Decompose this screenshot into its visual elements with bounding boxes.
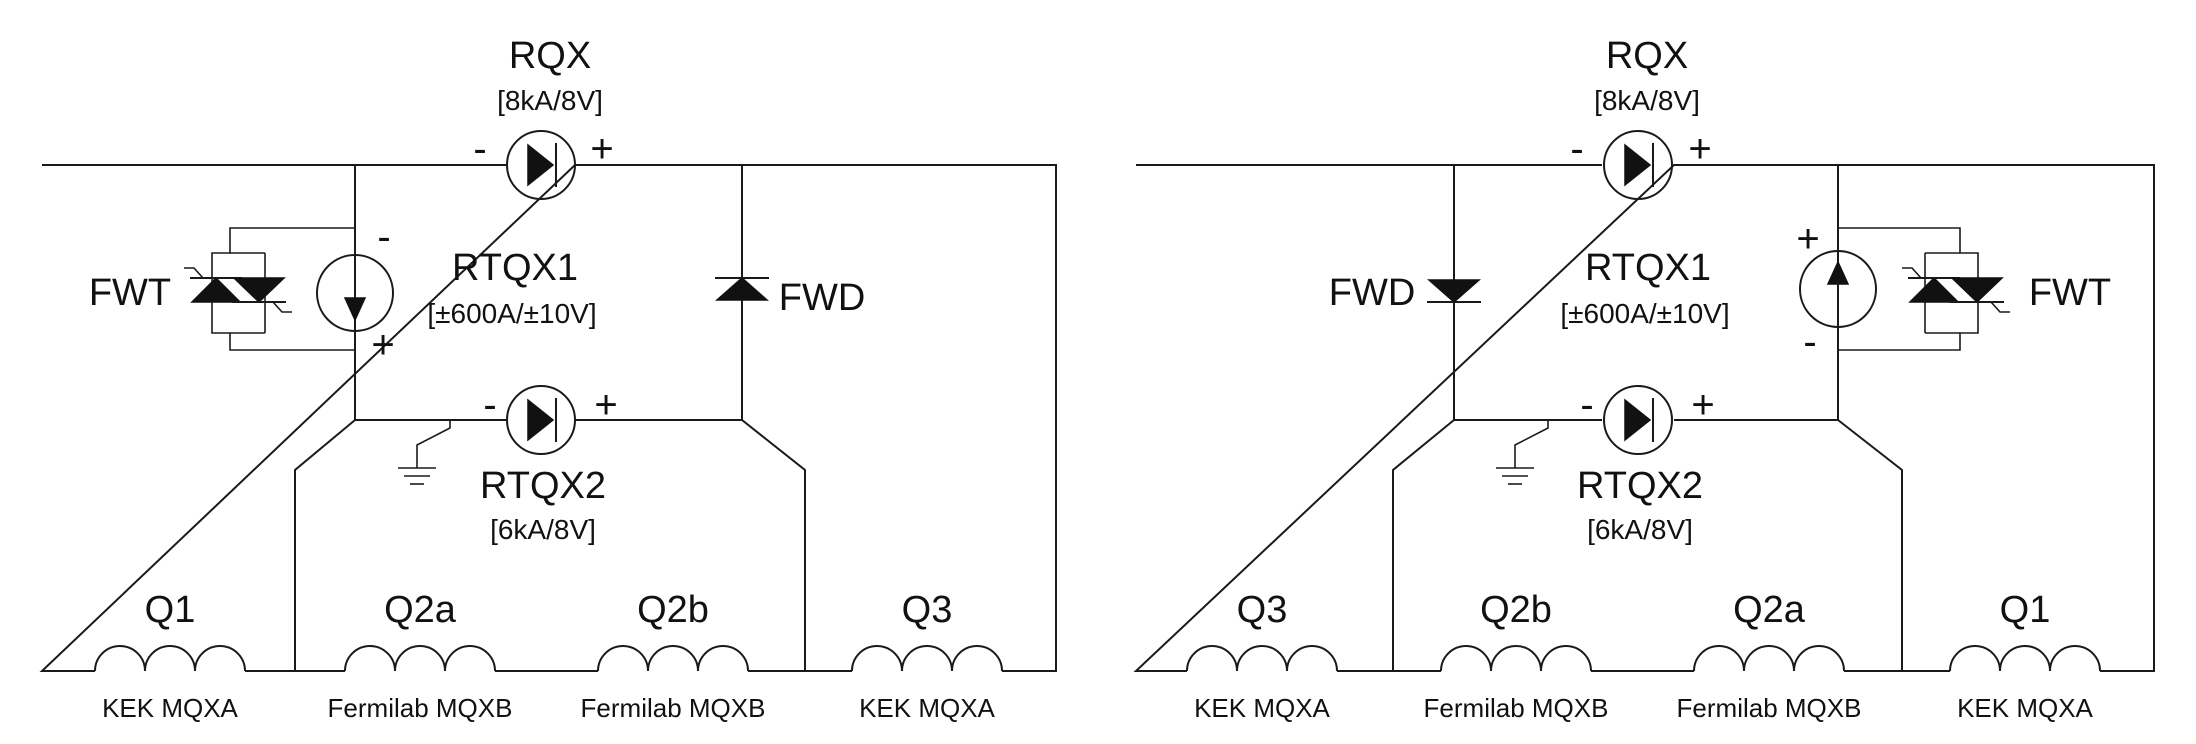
left-rtqx2-diode xyxy=(506,385,576,455)
right-rtqx1-rating: [±600A/±10V] xyxy=(1560,298,1729,329)
left-magnet-name-q1: Q1 xyxy=(145,589,196,631)
left-fwt-label: FWT xyxy=(89,272,171,314)
left-rqx-minus: - xyxy=(473,127,486,171)
left-rqx-label: RQX xyxy=(509,35,591,77)
left-magnet-name-q2a: Q2a xyxy=(384,589,457,631)
left-rtqx2-label: RTQX2 xyxy=(480,465,606,507)
left-magnet-coil-q2a xyxy=(344,645,496,672)
left-rtqx2-plus: + xyxy=(594,383,617,427)
right-rqx-minus: - xyxy=(1570,127,1583,171)
right-rqx-rating: [8kA/8V] xyxy=(1594,85,1700,116)
right-circuit: - + RQX [8kA/8V] - + RTQX2 [6kA/8V] FWD xyxy=(1133,35,2155,723)
right-magnet-coil-q1 xyxy=(1949,645,2101,672)
left-magnet-type-q2b: Fermilab MQXB xyxy=(581,693,766,723)
right-rqx-label: RQX xyxy=(1606,35,1688,77)
left-fwd-diode xyxy=(715,277,769,301)
right-rqx-plus: + xyxy=(1688,127,1711,171)
right-top-wire xyxy=(1133,164,2155,672)
right-rtqx1-source xyxy=(1799,250,1877,328)
right-rtqx1-plus: + xyxy=(1796,217,1819,261)
left-magnet-coil-q1 xyxy=(94,645,246,672)
right-magnet-name-q2b: Q2b xyxy=(1480,589,1552,631)
right-fwd-diode xyxy=(1427,279,1481,303)
right-rtqx2-diode xyxy=(1603,385,1673,455)
left-magnet-name-q3: Q3 xyxy=(902,589,953,631)
left-magnet-type-q2a: Fermilab MQXB xyxy=(328,693,513,723)
right-magnet-name-q2a: Q2a xyxy=(1733,589,1806,631)
left-rqx-diode xyxy=(506,130,576,200)
right-fwt-thyristor xyxy=(1838,227,2010,351)
left-rtqx1-label: RTQX1 xyxy=(452,247,578,289)
left-magnet-coil-q3 xyxy=(851,645,1003,672)
right-rtqx2-label: RTQX2 xyxy=(1577,465,1703,507)
right-rtqx2-rating: [6kA/8V] xyxy=(1587,514,1693,545)
left-ground-symbol xyxy=(398,420,451,485)
right-magnet-coil-q3 xyxy=(1186,645,1338,672)
right-rtqx2-minus: - xyxy=(1580,383,1593,427)
left-rtqx1-minus: - xyxy=(377,215,390,259)
right-rtqx1-minus: - xyxy=(1803,320,1816,364)
left-rtqx2-minus: - xyxy=(483,383,496,427)
left-q2-branch xyxy=(294,419,806,671)
right-rqx-diode xyxy=(1603,130,1673,200)
right-magnet-type-q2a: Fermilab MQXB xyxy=(1677,693,1862,723)
left-rqx-rating: [8kA/8V] xyxy=(497,85,603,116)
right-magnet-name-q1: Q1 xyxy=(2000,589,2051,631)
left-fwd-label: FWD xyxy=(779,277,866,319)
right-fwt-label: FWT xyxy=(2029,272,2111,314)
right-magnet-type-q2b: Fermilab MQXB xyxy=(1424,693,1609,723)
left-rtqx2-rating: [6kA/8V] xyxy=(490,514,596,545)
left-magnet-type-q1: KEK MQXA xyxy=(102,693,238,723)
left-magnet-name-q2b: Q2b xyxy=(637,589,709,631)
left-rtqx1-plus: + xyxy=(371,323,394,367)
right-magnet-type-q1: KEK MQXA xyxy=(1957,693,2093,723)
right-magnet-coil-q2a xyxy=(1693,645,1845,672)
right-magnet-type-q3: KEK MQXA xyxy=(1194,693,1330,723)
left-magnet-type-q3: KEK MQXA xyxy=(859,693,995,723)
right-magnet-name-q3: Q3 xyxy=(1237,589,1288,631)
left-rtqx1-source xyxy=(316,254,394,332)
right-magnet-coil-q2b xyxy=(1440,645,1592,672)
left-top-wire xyxy=(39,164,1057,672)
right-fwd-label: FWD xyxy=(1329,272,1416,314)
left-rtqx1-rating: [±600A/±10V] xyxy=(427,298,596,329)
right-ground-symbol xyxy=(1496,420,1549,485)
right-rtqx2-plus: + xyxy=(1691,383,1714,427)
left-fwt-thyristor xyxy=(184,227,355,351)
right-q2-branch xyxy=(1392,419,1903,671)
left-rqx-plus: + xyxy=(590,127,613,171)
right-rtqx1-label: RTQX1 xyxy=(1585,247,1711,289)
left-magnet-coil-q2b xyxy=(597,645,749,672)
left-circuit: - + RQX [8kA/8V] - + RTQX2 [6kA/8V] - + … xyxy=(39,35,1057,723)
